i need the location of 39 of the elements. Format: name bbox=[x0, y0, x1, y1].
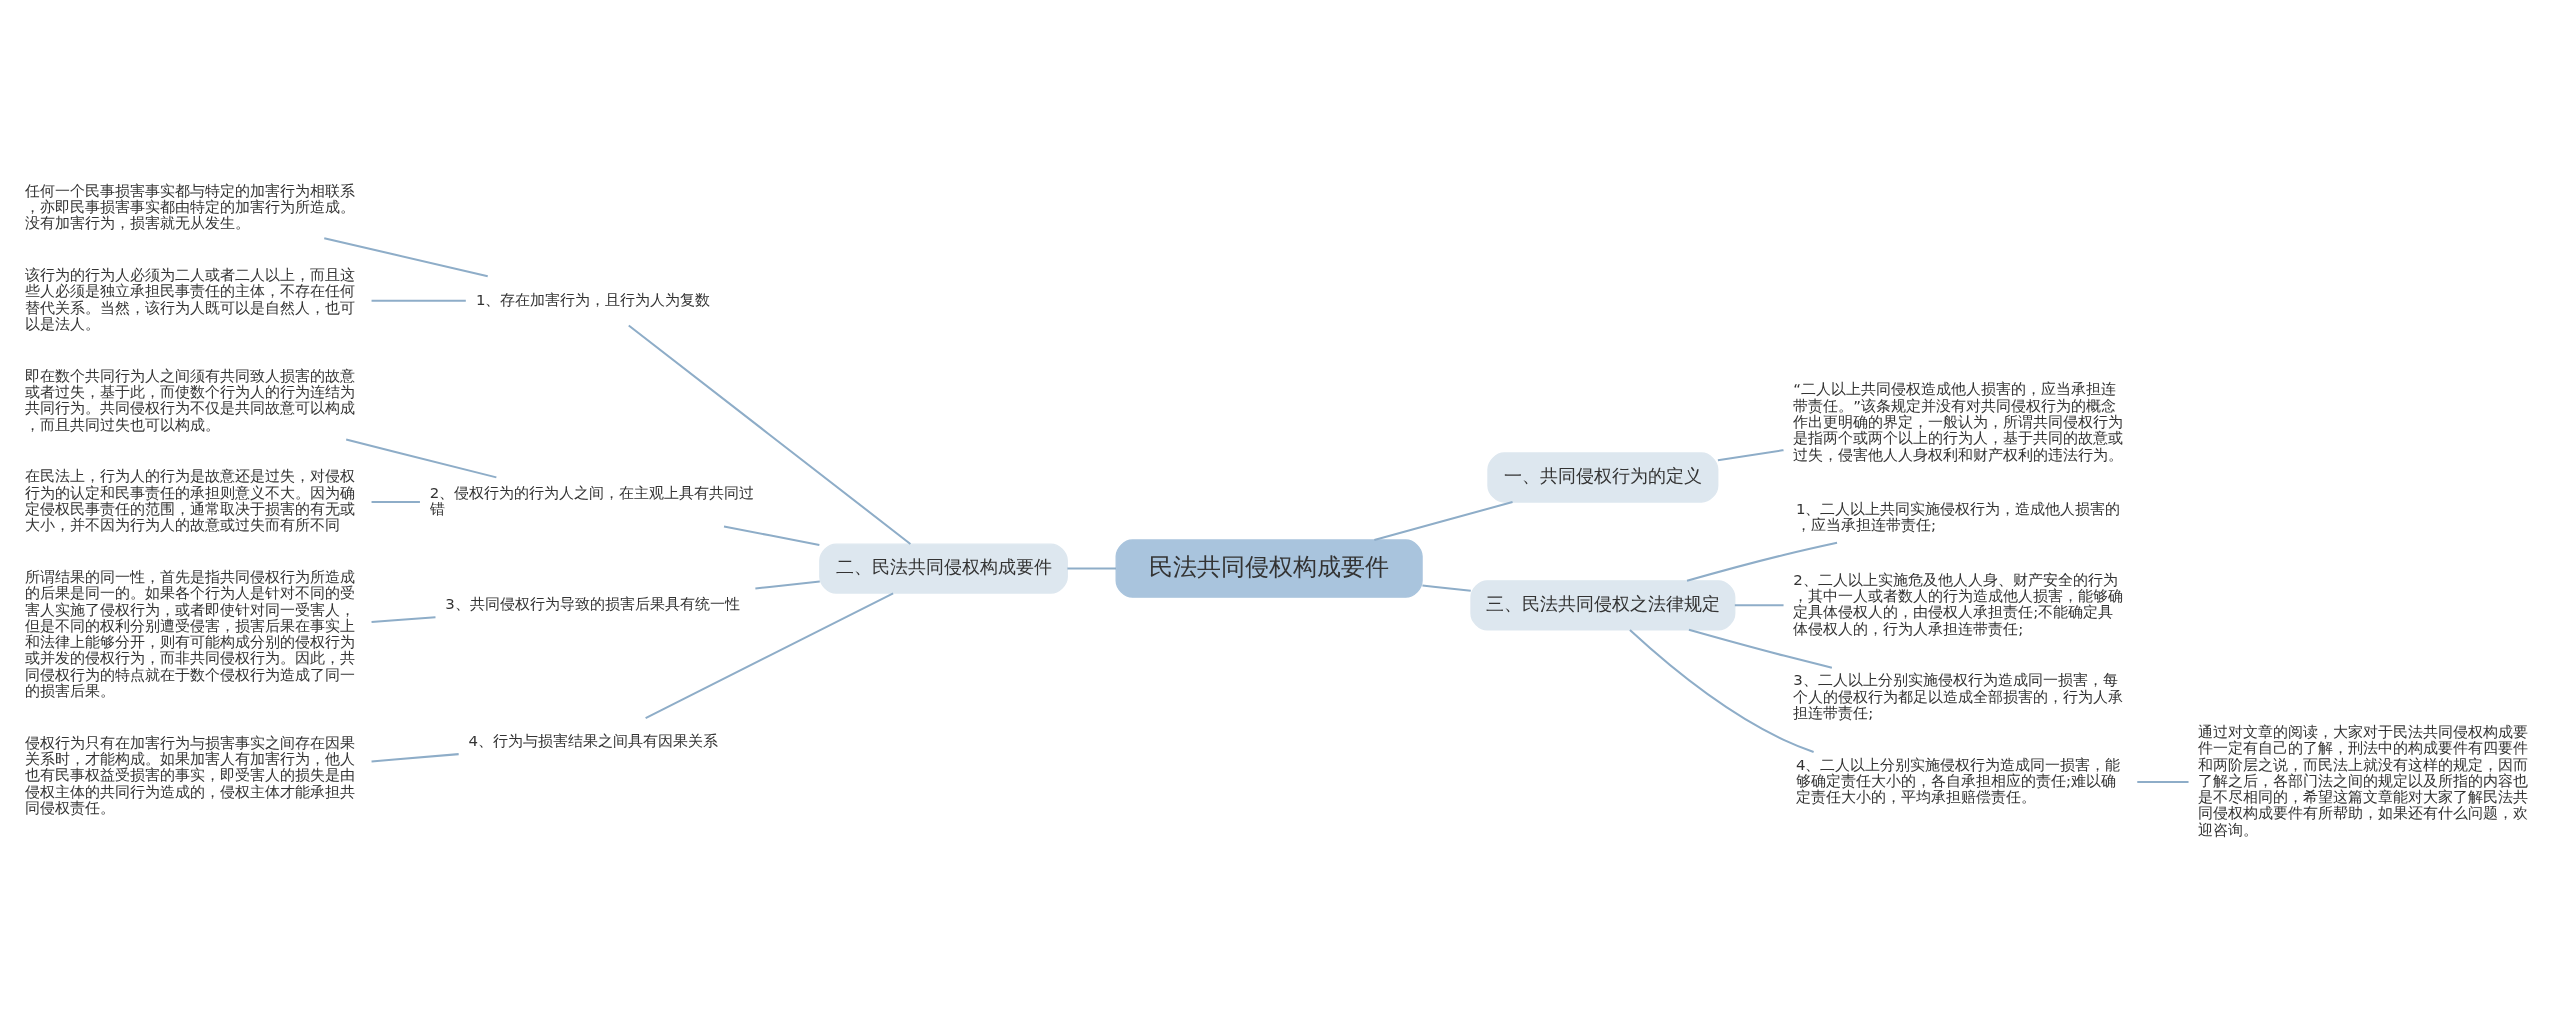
node-text: 该行为的行为人必须为二人或者二人以上，而且这些人必须是独立承担民事责任的主体，不存在任何替代关系。当然，该行为人既可以是自然人，也可以是法人。 bbox=[24, 266, 355, 334]
node-box: 二、民法共同侵权构成要件 bbox=[819, 543, 1068, 594]
node-text: 所谓结果的同一性，首先是指共同侵权行为所造成的后果是同一的。如果各个行为人是针对不同的受害人实施了侵权行为，或者即使针对同一受害人，但是不同的权利分别遭受侵害，损害后果在事实上和法律上能够分开，则有可能构成分别的侵权行为或并发的侵权行为，而非共同侵权行为。因此，共同侵权行为的特点就在于数个侵权行为造成了同一的损害后果。 bbox=[24, 567, 355, 701]
connector bbox=[1686, 541, 1838, 582]
connector bbox=[1734, 604, 1784, 607]
connector bbox=[324, 237, 488, 278]
node-box: 三、民法共同侵权之法律规定 bbox=[1470, 580, 1736, 631]
connector bbox=[1717, 449, 1784, 462]
connector bbox=[371, 299, 466, 302]
node-text: 2、二人以上实施危及他人人身、财产安全的行为，其中一人或者数人的行为造成他人损害，能够确定具体侵权人的，由侵权人承担责任;不能确定具体侵权人的，行为人承担连带责任; bbox=[1793, 570, 2124, 638]
connector bbox=[755, 580, 820, 590]
connector bbox=[371, 500, 420, 503]
node-box: 一、共同侵权行为的定义 bbox=[1487, 452, 1719, 503]
connector bbox=[628, 324, 912, 545]
node-text: 通过对文章的阅读，大家对于民法共同侵权构成要件一定有自己的了解，刑法中的构成要件有四要件和两阶层之说，而民法上就没有这样的规定，因而了解之后，各部门法之间的规定以及所指的内容也是不尽相同的，希望这篇文章能对大家了解民法共同侵权构成要件有所帮助，如果还有什么问题，欢迎咨询。 bbox=[2198, 722, 2529, 839]
node-text: 任何一个民事损害事实都与特定的加害行为相联系，亦即民事损害事实都由特定的加害行为所造成。没有加害行为，损害就无从发生。 bbox=[24, 181, 355, 233]
connector bbox=[371, 616, 436, 623]
node-text: “二人以上共同侵权造成他人损害的，应当承担连带责任。”该条规定并没有对共同侵权行为的概念作出更明确的界定，一般认为，所谓共同侵权行为是指两个或两个以上的行为人，基于共同的故意或过失，侵害他人人身权利和财产权利的违法行为。 bbox=[1793, 380, 2124, 464]
connector bbox=[1374, 501, 1513, 541]
connector bbox=[2137, 781, 2189, 784]
node-text: 4、行为与损害结果之间具有因果关系 bbox=[468, 732, 718, 751]
connector bbox=[1629, 629, 1814, 753]
connector bbox=[371, 753, 459, 763]
node-box: 民法共同侵权构成要件 bbox=[1115, 539, 1423, 598]
connector bbox=[1688, 628, 1833, 669]
node-text: 3、二人以上分别实施侵权行为造成同一损害，每个人的侵权行为都足以造成全部损害的，行为人承担连带责任; bbox=[1793, 671, 2124, 722]
node-text: 1、存在加害行为，且行为人为复数 bbox=[475, 290, 711, 309]
node-text: 4、二人以上分别实施侵权行为造成同一损害，能够确定责任大小的，各自承担相应的责任;难以确定责任大小的，平均承担赔偿责任。 bbox=[1795, 755, 2121, 807]
node-text: 1、二人以上共同实施侵权行为，造成他人损害的，应当承担连带责任; bbox=[1795, 499, 2121, 535]
connector bbox=[1422, 584, 1471, 592]
node-text: 侵权行为只有在加害行为与损害事实之间存在因果关系时，才能构成。如果加害人有加害行为，他人也有民事权益受损害的事实，即受害人的损失是由侵权主体的共同行为造成的，侵权主体才能承担共同侵权责任。 bbox=[24, 733, 355, 818]
node-text: 3、共同侵权行为导致的损害后果具有统一性 bbox=[445, 595, 740, 614]
connector bbox=[1067, 567, 1116, 570]
node-text: 2、侵权行为的行为人之间，在主观上具有共同过错 bbox=[429, 483, 755, 518]
connector bbox=[645, 592, 894, 719]
connector bbox=[345, 438, 497, 479]
node-text: 在民法上，行为人的行为是故意还是过失，对侵权行为的认定和民事责任的承担则意义不大。因为确定侵权民事责任的范围，通常取决于损害的有无或大小，并不因为行为人的故意或过失而有所不同 bbox=[24, 467, 355, 535]
node-text: 即在数个共同行为人之间须有共同致人损害的故意或者过失，基于此，而使数个行为人的行为连结为共同行为。共同侵权行为不仅是共同故意可以构成，而且共同过失也可以构成。 bbox=[24, 366, 355, 434]
connector bbox=[723, 525, 820, 546]
